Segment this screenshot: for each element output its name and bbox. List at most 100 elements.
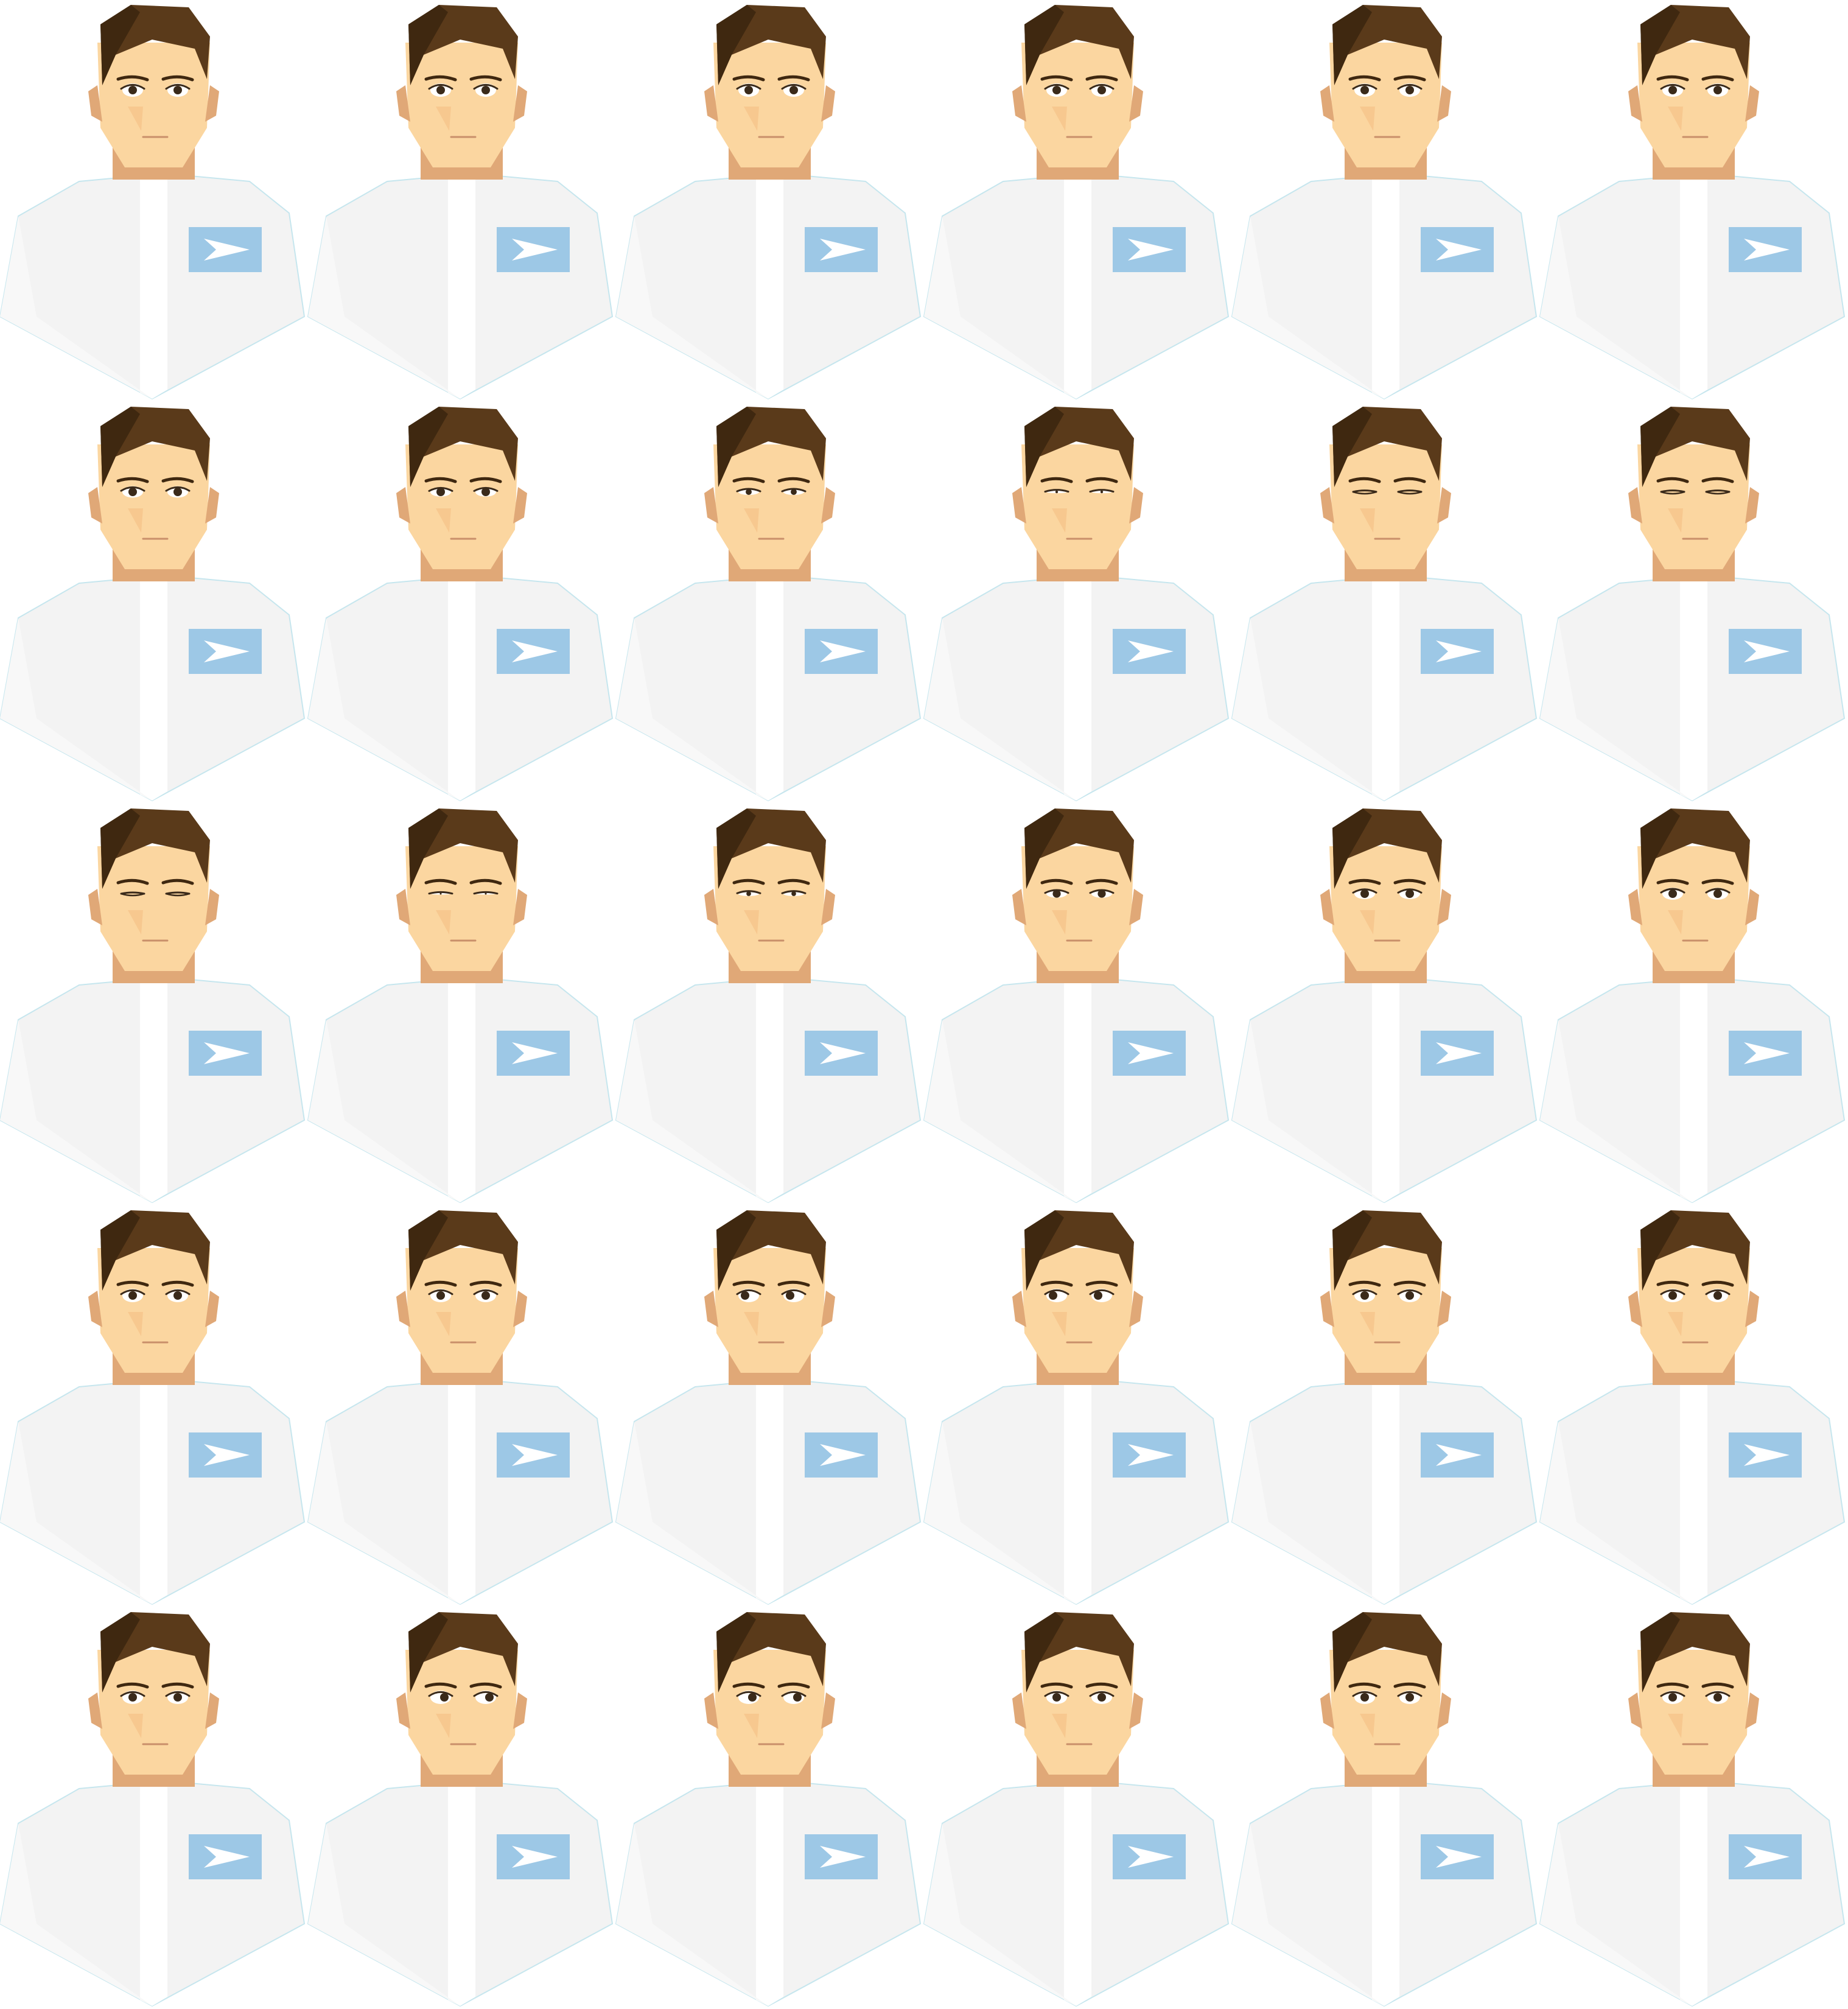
pupil xyxy=(1668,889,1677,898)
face xyxy=(1329,43,1442,167)
eyebrow xyxy=(1656,1280,1689,1287)
right-ear xyxy=(205,889,219,925)
shirt-placket xyxy=(1064,177,1091,399)
left-ear xyxy=(396,889,410,925)
eyebrow xyxy=(1393,75,1426,82)
shirt-placket xyxy=(1680,578,1707,801)
face xyxy=(97,444,210,569)
pupil xyxy=(128,488,137,496)
shirt-side xyxy=(924,1823,1076,2006)
hair-shadow xyxy=(1640,407,1680,487)
eyebrow xyxy=(732,75,765,82)
shirt-side xyxy=(0,1823,152,2006)
sprite-frame xyxy=(307,1205,616,1607)
eyebrow xyxy=(116,878,149,885)
pupil xyxy=(748,1693,757,1702)
left-ear xyxy=(1012,889,1026,925)
left-ear xyxy=(1628,1692,1642,1729)
eyelid xyxy=(165,486,191,492)
eyelid xyxy=(1044,489,1069,493)
right-ear xyxy=(513,487,527,524)
eyelid xyxy=(1660,83,1685,90)
eyelid xyxy=(1352,83,1377,90)
left-ear xyxy=(396,1692,410,1729)
arrow-right-icon xyxy=(1744,640,1790,662)
face xyxy=(1329,1248,1442,1373)
eyelid xyxy=(1044,83,1069,90)
character-bust xyxy=(1231,5,1538,400)
right-ear xyxy=(513,889,527,925)
eyebrow xyxy=(1701,75,1734,82)
sprite-frame xyxy=(1539,402,1848,804)
nose-shade xyxy=(1360,1312,1375,1336)
sprite-frame xyxy=(1231,1607,1540,2009)
pupil xyxy=(1052,1693,1061,1702)
shirt-side xyxy=(1540,216,1692,399)
eyebrow xyxy=(1701,477,1734,483)
eyes xyxy=(424,477,502,497)
pupil xyxy=(1405,1291,1414,1300)
eyebrow xyxy=(732,1280,765,1287)
eyelid xyxy=(1044,889,1069,894)
shirt-placket xyxy=(140,1784,167,2006)
arrow-right-icon xyxy=(1744,1444,1790,1466)
shirt-placket xyxy=(448,1382,475,1604)
hair-shadow xyxy=(716,5,756,85)
shirt-placket xyxy=(756,980,783,1202)
eyebrow xyxy=(777,878,810,885)
eyelid xyxy=(1705,83,1731,90)
eyelid xyxy=(736,83,761,90)
eyebrow xyxy=(424,878,457,885)
eyelid xyxy=(1660,489,1685,493)
eyebrow xyxy=(777,75,810,82)
hair-shadow xyxy=(100,5,140,85)
pupil xyxy=(1097,1693,1106,1702)
eyebrow xyxy=(1701,878,1734,885)
right-ear xyxy=(1437,889,1451,925)
hair-shadow xyxy=(100,1210,140,1291)
right-ear xyxy=(1129,889,1143,925)
eyelid xyxy=(428,486,453,492)
eyebrow xyxy=(1348,878,1381,885)
hair-shadow xyxy=(1332,1210,1372,1291)
nose-shade xyxy=(1668,1714,1683,1738)
face xyxy=(1637,846,1750,971)
arrow-right-icon xyxy=(1436,239,1482,261)
pupil xyxy=(1360,1291,1369,1300)
shirt-side xyxy=(0,1422,152,1604)
right-ear xyxy=(513,1291,527,1327)
hair-shadow xyxy=(716,407,756,487)
character-bust xyxy=(615,808,922,1204)
character-bust xyxy=(1539,1210,1846,1605)
left-ear xyxy=(88,1692,102,1729)
left-ear xyxy=(1012,1291,1026,1327)
pupil xyxy=(128,1693,137,1702)
eyelid xyxy=(1352,1289,1377,1296)
eyebrow xyxy=(161,477,194,483)
character-bust xyxy=(923,1612,1230,2007)
eyes xyxy=(424,878,502,895)
eyelid xyxy=(736,1289,761,1296)
eyebrow xyxy=(1656,1682,1689,1689)
shirt-side xyxy=(616,618,768,801)
eyebrow xyxy=(116,75,149,82)
face xyxy=(1021,43,1134,167)
pupil xyxy=(746,489,752,495)
arrow-right-icon xyxy=(1128,1042,1174,1064)
arrow-right-icon xyxy=(204,1042,250,1064)
pupil xyxy=(1405,1693,1414,1702)
eyelid xyxy=(781,488,807,493)
face xyxy=(1329,846,1442,971)
eyelid xyxy=(781,890,807,894)
pupil xyxy=(791,489,797,495)
arrow-right-icon xyxy=(512,239,558,261)
eyebrow xyxy=(1085,878,1118,885)
character-bust xyxy=(923,407,1230,802)
eyelid xyxy=(165,891,191,895)
character-bust xyxy=(1231,1612,1538,2007)
eyelid xyxy=(473,1691,499,1697)
sprite-frame xyxy=(615,1205,924,1607)
eyebrow xyxy=(469,878,502,885)
shirt-side xyxy=(616,1422,768,1604)
